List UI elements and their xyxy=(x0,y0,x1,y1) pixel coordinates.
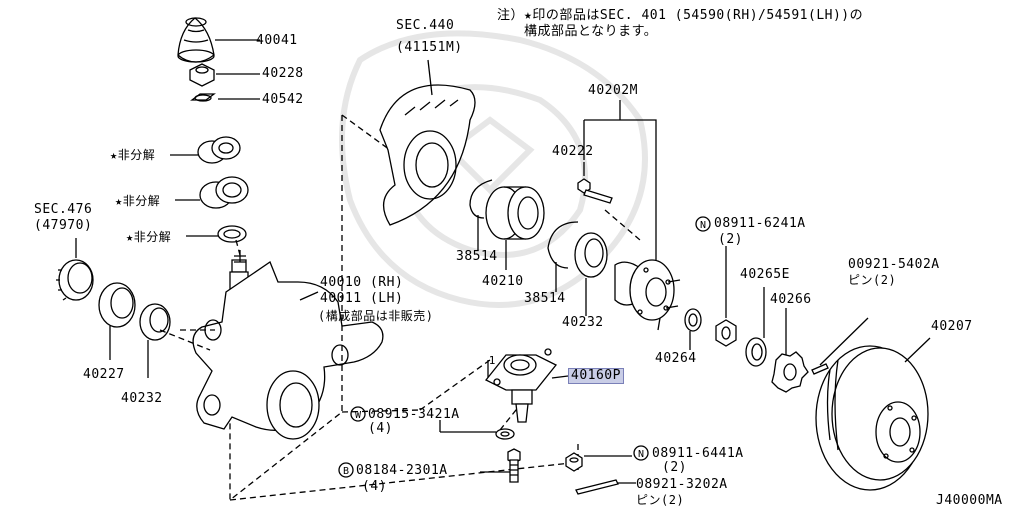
label-08184-2301a[interactable]: 08184-2301A xyxy=(356,463,448,478)
label-08915-3421a[interactable]: 08915-3421A xyxy=(368,407,460,422)
label-40041[interactable]: 40041 xyxy=(256,33,298,48)
washer-40264-part xyxy=(684,308,702,332)
snap-ring-38514-lower xyxy=(547,221,579,269)
label-40227[interactable]: 40227 xyxy=(83,367,125,382)
label-40222[interactable]: 40222 xyxy=(552,144,594,159)
ball-joint-part xyxy=(484,348,558,423)
backing-plate-part xyxy=(379,84,476,226)
marker-circles xyxy=(338,216,711,478)
label-40160p-highlighted[interactable]: 40160P xyxy=(568,368,624,384)
label-40207[interactable]: 40207 xyxy=(931,319,973,334)
bracket-40202m xyxy=(583,100,657,265)
label-08911-6441a-qty: (2) xyxy=(662,460,687,475)
seal-40232-right-part xyxy=(574,232,608,278)
label-40010-rh[interactable]: 40010 (RH) xyxy=(320,275,404,290)
leader-number-1: 1 xyxy=(489,354,496,367)
label-40232-left[interactable]: 40232 xyxy=(121,391,163,406)
mark-n-lower: N xyxy=(638,449,644,460)
label-38514-lower[interactable]: 38514 xyxy=(524,291,566,306)
label-40011-lh[interactable]: 40011 (LH) xyxy=(320,291,404,306)
label-40232-right[interactable]: 40232 xyxy=(562,315,604,330)
label-non-disassembly-1: ★非分解 xyxy=(110,148,156,162)
label-sec-476-sub: (47970) xyxy=(34,218,93,233)
bolt-b-part xyxy=(507,448,521,483)
washer-40542-part xyxy=(190,93,216,102)
brake-rotor-part xyxy=(815,345,929,491)
nut-n-lower-part xyxy=(565,452,583,472)
steering-knuckle-part xyxy=(192,250,384,440)
dust-boot-part xyxy=(177,17,215,63)
hub-nut-part xyxy=(715,319,737,347)
label-08921-3202a[interactable]: 08921-3202A xyxy=(636,477,728,492)
nut-40228-part xyxy=(189,63,215,87)
seal-40232-left-part xyxy=(139,303,171,341)
label-sec-440-sub: (41151M) xyxy=(396,40,463,55)
diagram-code: J40000MA xyxy=(936,493,1003,508)
washer-w-part xyxy=(495,428,515,440)
label-08921-3202a-sub: ピン(2) xyxy=(636,493,685,507)
label-08911-6441a[interactable]: 08911-6441A xyxy=(652,446,744,461)
cotter-pin-upper-part xyxy=(811,363,829,375)
dashed-guides xyxy=(159,114,641,502)
label-40011-sub: (構成部品は非販売) xyxy=(318,309,434,323)
bearing-upper-part xyxy=(197,136,241,164)
hub-bearing-part xyxy=(485,186,545,240)
label-00921-5402a[interactable]: 00921-5402A xyxy=(848,257,940,272)
retainer-40265e-part xyxy=(745,337,767,367)
note-line-2: 構成部品となります。 xyxy=(524,24,658,39)
label-08911-6241a[interactable]: 08911-6241A xyxy=(714,216,806,231)
hub-bolt-part xyxy=(577,178,613,204)
label-non-disassembly-2: ★非分解 xyxy=(115,194,161,208)
label-sec-476[interactable]: SEC.476 xyxy=(34,202,93,217)
note-line-1: 注）★印の部品はSEC. 401 (54590(RH)/54591(LH))の xyxy=(497,8,864,23)
wheel-hub-part xyxy=(614,259,681,331)
seal-40227-part xyxy=(98,282,136,328)
label-00921-5402a-sub: ピン(2) xyxy=(848,273,897,287)
label-40228[interactable]: 40228 xyxy=(262,66,304,81)
label-08915-3421a-qty: (4) xyxy=(368,421,393,436)
mark-n-upper: N xyxy=(700,220,706,231)
label-38514-upper[interactable]: 38514 xyxy=(456,249,498,264)
sensor-ring-part xyxy=(56,259,94,301)
mark-w: W xyxy=(355,410,362,421)
nut-lock-part xyxy=(771,351,809,393)
label-40210[interactable]: 40210 xyxy=(482,274,524,289)
label-40202m[interactable]: 40202M xyxy=(588,83,638,98)
label-40265e[interactable]: 40265E xyxy=(740,267,790,282)
label-08184-2301a-qty: (4) xyxy=(362,479,387,494)
label-40266[interactable]: 40266 xyxy=(770,292,812,307)
mark-b: B xyxy=(343,466,349,477)
label-sec-440[interactable]: SEC.440 xyxy=(396,18,455,33)
label-40542[interactable]: 40542 xyxy=(262,92,304,107)
label-08911-6241a-qty: (2) xyxy=(718,232,743,247)
bearing-middle-part xyxy=(199,176,249,209)
cotter-pin-lower-part xyxy=(575,479,619,495)
label-non-disassembly-3: ★非分解 xyxy=(126,230,172,244)
label-40264[interactable]: 40264 xyxy=(655,351,697,366)
seal-lower-part xyxy=(217,225,247,243)
